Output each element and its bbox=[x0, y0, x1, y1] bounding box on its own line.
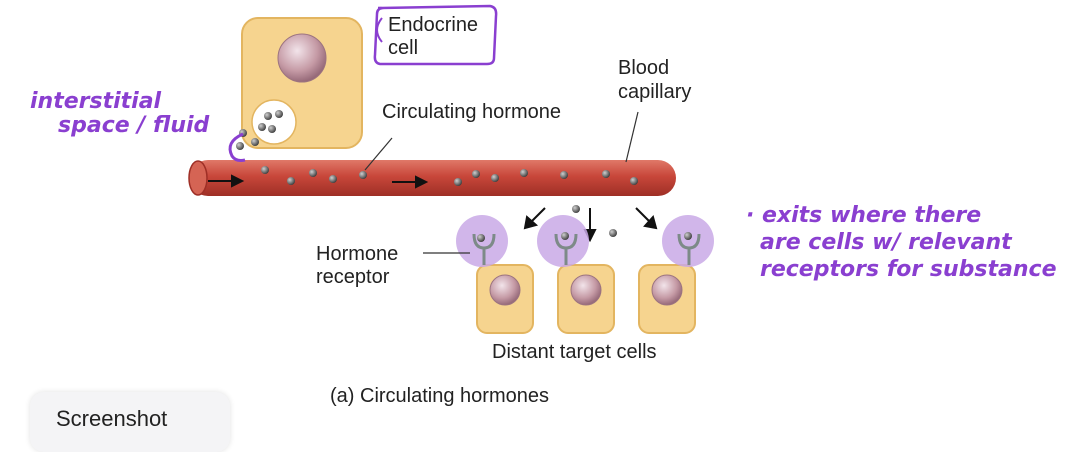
secretory-vesicle bbox=[251, 99, 297, 145]
interstitial-annotation: interstitial bbox=[30, 89, 162, 114]
exits-annotation: · exits where there bbox=[746, 203, 981, 228]
exit-arrows bbox=[523, 207, 658, 243]
target-cell bbox=[476, 264, 534, 334]
target-cell bbox=[557, 264, 615, 334]
exits-annotation-line3: receptors for substance bbox=[760, 257, 1057, 282]
endocrine-label-line2: cell bbox=[388, 37, 418, 59]
figure-caption: (a) Circulating hormones bbox=[330, 385, 549, 407]
endocrine-cell bbox=[236, 17, 363, 150]
screenshot-button[interactable]: Screenshot bbox=[30, 392, 230, 452]
flow-arrow bbox=[208, 174, 429, 189]
circulating-hormone-label: Circulating hormone bbox=[382, 101, 561, 123]
receptor-halo bbox=[456, 215, 714, 267]
hormone-particles bbox=[261, 166, 638, 186]
endocrine-label: Endocrine bbox=[388, 14, 478, 36]
exits-annotation-line2: are cells w/ relevant bbox=[760, 230, 1013, 255]
interstitial-annotation-line2: space / fluid bbox=[58, 113, 210, 138]
target-cell bbox=[638, 264, 696, 334]
blood-capillary-label: Blood bbox=[618, 57, 669, 79]
endocrine-nucleus bbox=[277, 33, 327, 83]
hormone-receptor bbox=[472, 233, 701, 265]
endocrine-diagram: Endocrine cell Circulating hormone Blood… bbox=[30, 4, 1057, 407]
blood-capillary bbox=[188, 160, 676, 196]
endocrine-highlight-box bbox=[373, 4, 498, 66]
hormone-receptor-label-line2: receptor bbox=[316, 266, 390, 288]
distant-target-cells-label: Distant target cells bbox=[492, 341, 657, 363]
hormone-receptor-label: Hormone bbox=[316, 243, 398, 265]
blood-capillary-label-line2: capillary bbox=[618, 81, 691, 103]
interstitial-pointer bbox=[228, 132, 246, 162]
